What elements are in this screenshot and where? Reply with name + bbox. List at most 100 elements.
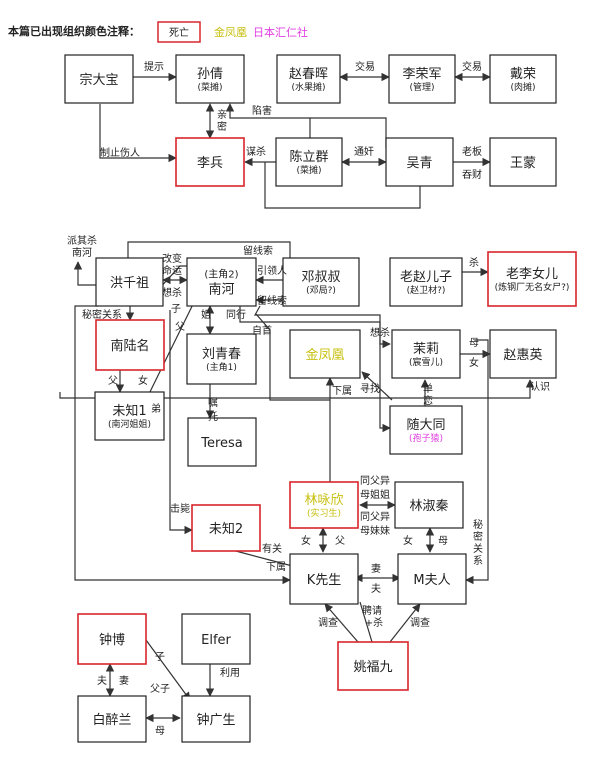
node-box [487, 251, 577, 307]
node-sub-text: (菜摊) [197, 81, 222, 93]
edge-label-mujiejie: 母姐姐 [360, 488, 390, 501]
edge-label-diaocha1: 调查 [318, 616, 338, 629]
edge-label-tishi: 提示 [144, 61, 164, 73]
node-box [388, 54, 456, 104]
node-box [394, 481, 464, 529]
node-hong: 洪千祖 [95, 257, 164, 307]
node-box [289, 329, 361, 379]
edge-label-xiashu1: 下属 [332, 385, 352, 397]
edge-label-mingyun: 命运 [162, 264, 182, 277]
edge-jibi [169, 310, 193, 535]
node-sub-text: (水果摊) [291, 81, 325, 93]
edge-label-mu1: 母 [469, 337, 479, 349]
edge-label-tuncai: 吞财 [462, 168, 482, 181]
node-box [391, 329, 461, 379]
legend-dead-swatch [157, 21, 201, 43]
edge-label-pinqing: 聘请 [362, 604, 382, 617]
node-box [175, 54, 245, 104]
node-name-text: 老赵儿子 [400, 270, 452, 285]
node-sun: 孙倩(菜摊) [175, 54, 245, 104]
legend: 本篇已出现组织颜色注释： 死亡 金凤凰 日本汇仁社 [8, 21, 308, 43]
edge-xunzhao [361, 371, 393, 401]
node-name-text: 南河 [208, 282, 234, 298]
node-name-text: 林咏欣 [304, 493, 343, 508]
node-laoli: 老李女儿(炼钢厂无名女尸?) [487, 251, 577, 307]
edge-label-liuxiansuo1: 留线索 [243, 244, 273, 257]
edge-label-laoban: 老板 [462, 145, 482, 158]
node-name-text: 茉莉 [413, 342, 439, 357]
node-name-text: 未知1 [112, 403, 146, 419]
edge-di [145, 289, 201, 401]
node-m: M夫人 [397, 553, 467, 605]
node-sub-text: (邓局?) [306, 285, 336, 296]
node-linshu: 林淑秦 [394, 481, 464, 529]
node-box [187, 417, 257, 467]
edge-renshi [59, 379, 535, 399]
node-sub-text: (管理) [409, 81, 434, 93]
node-zhaohy: 赵惠英 [489, 329, 557, 379]
edge-label-nv4: 女 [403, 534, 413, 547]
edge-label-mumeimei: 母妹妹 [360, 525, 390, 537]
node-box [389, 257, 463, 307]
node-box [181, 695, 251, 743]
node-sub-text: (南河姐姐) [108, 418, 151, 430]
edge-label-zhishang: 制止伤人 [100, 146, 140, 159]
node-sub-text: (赵卫材?) [407, 284, 446, 296]
edge-label-xianhai: 陷害 [252, 104, 272, 117]
node-name-text: 刘青春 [202, 347, 241, 362]
node-zhao: 赵春晖(水果摊) [276, 54, 341, 104]
edge-label-fu2: 父 [108, 375, 118, 387]
node-name-text: 金凤凰 [305, 347, 344, 363]
edge-nanhe-sui [253, 305, 391, 433]
edge-labels: 提示交易交易陷害亲密制止伤人谋杀通奸老板吞财派其杀南河留线索改变命运想杀子父引领… [67, 60, 550, 737]
node-name-text: 老李女儿 [506, 266, 558, 282]
edge-label-fuzi: 父子 [150, 683, 170, 695]
edge-label-tongfu2: 同父异 [360, 511, 390, 523]
node-box [186, 333, 257, 385]
node-name-text: 钟博 [99, 632, 125, 648]
edge-label-xiangsha2: 想杀 [370, 326, 390, 339]
edge-label-qi: 妻 [371, 562, 381, 575]
edge-label-mousha: 谋杀 [246, 145, 266, 158]
edge-label-paiqisha: 派其杀 [67, 234, 97, 247]
node-name-text: 未知2 [209, 521, 243, 537]
edge-zishou [255, 313, 330, 401]
edge-label-liuxiansuo2: 留线索 [257, 294, 287, 307]
node-name-text: 孙倩 [197, 67, 223, 82]
edge-label-fu1: 父 [175, 321, 185, 333]
legend-dead-label: 死亡 [169, 26, 189, 39]
edge-label-nv3: 女 [301, 534, 311, 547]
node-box [289, 481, 359, 529]
node-liu: 刘青春(主角1) [186, 333, 257, 385]
node-sub-text: (孢子猿) [409, 432, 443, 444]
edge-xianhai [225, 103, 311, 138]
edge-label-tongjian: 通奸 [354, 146, 374, 158]
edge-wu-loop [264, 162, 421, 209]
node-weizhi2: 未知2 [191, 504, 261, 552]
node-name-text: 赵惠英 [503, 348, 542, 363]
edge-label-yinling: 引领人 [257, 264, 287, 277]
node-box [489, 137, 557, 187]
edge-label-gaibian: 改变 [162, 252, 182, 265]
edge-liuxiansuo1 [127, 241, 291, 270]
edge-mimi2 [465, 339, 489, 585]
edge-label-nv2: 女 [138, 374, 148, 387]
edge-label-liyong: 利用 [220, 667, 240, 679]
node-lirj: 李荣军(管理) [388, 54, 456, 104]
node-name-text: 邓叔叔 [301, 270, 340, 285]
node-box [94, 391, 165, 441]
edge-label-mimi2: 秘密关系 [473, 518, 483, 567]
edge-label-fu5: 夫 [97, 675, 107, 687]
edge-label-zhu: 嘱 [208, 397, 218, 409]
node-sub-text: (实习生) [307, 507, 341, 519]
node-weizhi1: 未知1(南河姐姐) [94, 391, 165, 441]
edge-label-zishou: 自首 [252, 324, 272, 337]
node-name-text: 陈立群 [289, 149, 328, 165]
edge-label-jibi: 击毙 [170, 503, 190, 515]
edge-label-jiaoyi1: 交易 [355, 60, 375, 73]
node-box [282, 257, 360, 307]
node-zong: 宗大宝 [64, 54, 134, 104]
edge-zi2 [145, 639, 191, 701]
edge-label-sha: 杀 [469, 256, 479, 269]
